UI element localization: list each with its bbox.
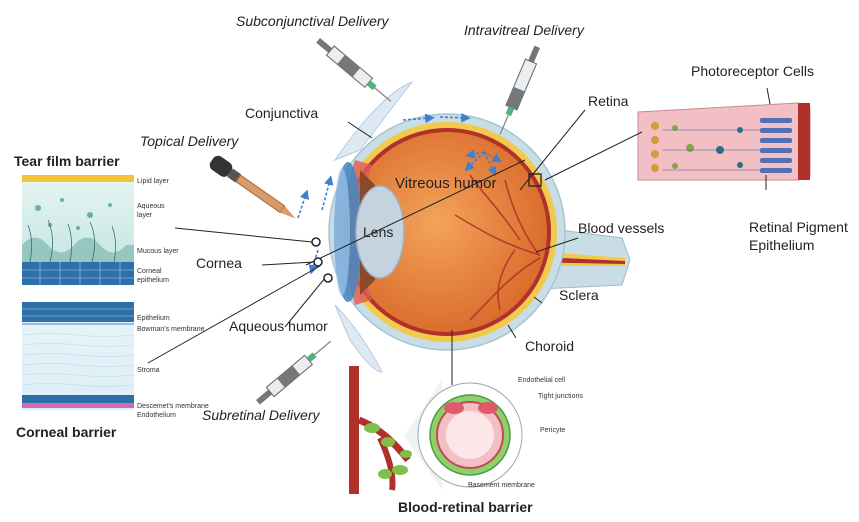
tear-film-panel [22,175,134,285]
label-lens: Lens [363,225,393,239]
label-sclera: Sclera [559,288,599,302]
corneal-barrier-panel [22,302,134,410]
brb-title: Blood-retinal barrier [398,500,533,514]
tear-corneal-1: Corneal [137,268,162,275]
syringe-subretinal [254,337,334,407]
label-intravitreal: Intravitreal Delivery [464,23,584,37]
corneal-barrier-title: Corneal barrier [16,425,116,439]
tear-mucous: Mucous layer [137,248,179,255]
tear-corneal-2: epithelium [137,277,169,284]
retina-panel [638,103,810,180]
label-photoreceptor: Photoreceptor Cells [691,64,814,78]
cornea-epithelium: Epithelium [137,315,170,322]
label-subconjunctival: Subconjunctival Delivery [236,14,389,28]
cornea-stroma: Stroma [137,367,160,374]
label-conjunctiva: Conjunctiva [245,106,318,120]
label-subretinal: Subretinal Delivery [202,408,320,422]
cornea-descemet: Descemet's membrane [137,403,209,410]
brb-basement: Basement membrane [468,482,535,489]
tear-aqueous-2: layer [137,212,152,219]
brb-pericyte: Pericyte [540,427,565,434]
syringe-subconjunctival [314,36,394,106]
blood-vessel-tree [349,366,412,494]
label-choroid: Choroid [525,339,574,353]
label-topical: Topical Delivery [140,134,238,148]
tear-aqueous-1: Aqueous [137,203,165,210]
capillary-cross-section [418,383,522,487]
cornea-endothelium: Endothelium [137,412,176,419]
tear-film-title: Tear film barrier [14,154,120,168]
cornea-bowman: Bowman's membrane [137,326,204,333]
brb-tight: Tight junctions [538,393,583,400]
label-retina: Retina [588,94,628,108]
eye-dropper [207,153,300,225]
label-rpe-line2: Epithelium [749,238,814,252]
label-vitreous: Vitreous humor [395,176,496,191]
label-blood-vessels: Blood vessels [578,221,664,235]
label-rpe-line1: Retinal Pigment [749,220,848,234]
syringe-intravitreal [495,44,543,136]
label-cornea: Cornea [196,256,242,270]
label-aqueous: Aqueous humor [229,319,328,333]
tear-lipid: Lipid layer [137,178,169,185]
brb-endothelial: Endothelial cell [518,377,565,384]
